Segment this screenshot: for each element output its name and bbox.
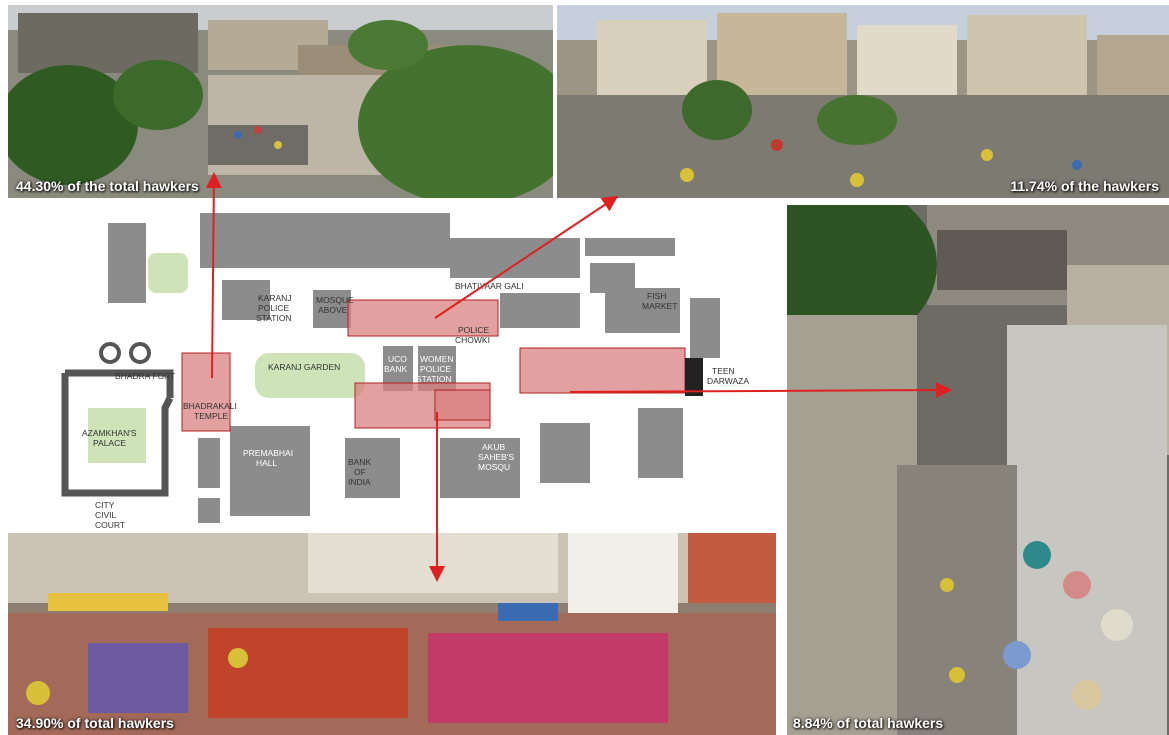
label-karanj-police-station: KARANJ <box>258 293 292 303</box>
label-azamkhans-palace: AZAMKHAN'S <box>82 428 137 438</box>
hawker-zone-overlap <box>434 389 491 421</box>
label-city-civil-court: CIVIL <box>95 510 117 520</box>
label-uco-bank: UCO <box>388 354 407 364</box>
label-akub-sahebs-mosque: AKUB <box>482 442 505 452</box>
label-mosque-above: ABOVE <box>318 305 348 315</box>
label-bhadrakali-temple: BHADRAKALI <box>183 401 237 411</box>
label-city-civil-court: COURT <box>95 520 125 530</box>
label-akub-sahebs-mosque: MOSQU <box>478 462 510 472</box>
label-karanj-garden: KARANJ GARDEN <box>268 362 340 372</box>
label-city-civil-court: CITY <box>95 500 115 510</box>
label-fish-market: FISH <box>647 291 666 301</box>
fort-bastion <box>99 342 121 364</box>
photo-street-market-image <box>787 205 1169 735</box>
label-bhadrakali-temple: TEMPLE <box>194 411 228 421</box>
photo-teen-darwaza-square: 11.74% of the hawkers <box>557 5 1169 198</box>
label-bank-of-india: OF <box>354 467 366 477</box>
label-women-police-station: WOMEN <box>420 354 454 364</box>
photo-clothing-market: 34.90% of total hawkers <box>8 533 776 735</box>
label-mosque-above: MOSQUE <box>316 295 354 305</box>
label-bank-of-india: INDIA <box>348 477 371 487</box>
fort-wall <box>61 369 174 497</box>
photo-caption: 8.84% of total hawkers <box>793 715 944 731</box>
label-teen-darwaza: DARWAZA <box>707 376 749 386</box>
label-uco-bank: BANK <box>384 364 407 374</box>
label-bank-of-india: BANK <box>348 457 371 467</box>
photo-caption: 34.90% of total hawkers <box>16 715 174 731</box>
garden-patch <box>148 253 188 293</box>
karanj-garden-area <box>255 353 365 398</box>
label-karanj-police-station: POLICE <box>258 303 290 313</box>
label-karanj-police-station: STATION <box>256 313 292 323</box>
photo-teen-darwaza-square-image <box>557 5 1169 198</box>
teen-darwaza-gate <box>685 358 703 396</box>
label-women-police-station: POLICE <box>420 364 452 374</box>
label-azamkhans-palace: PALACE <box>93 438 126 448</box>
label-teen-darwaza: TEEN <box>712 366 735 376</box>
label-bhatiyaar-gali: BHATIYAAR GALI <box>455 281 524 291</box>
site-map-drawing: BHATIYAAR GALI FISH MARKET KARANJ POLICE… <box>61 213 749 530</box>
hawker-zone-teen-darwaza <box>519 347 686 394</box>
palace-garden-area <box>88 408 146 463</box>
label-police-chowki: CHOWKI <box>455 335 490 345</box>
site-map: BHATIYAAR GALI FISH MARKET KARANJ POLICE… <box>50 198 785 530</box>
photo-bhadra-plaza: 44.30% of the total hawkers <box>8 5 553 198</box>
label-police-chowki: POLICE <box>458 325 490 335</box>
hawker-zones <box>181 299 686 432</box>
photo-bhadra-plaza-image <box>8 5 553 198</box>
label-bhadra-fort: BHADRA FORT <box>115 371 175 381</box>
label-women-police-station: STATION <box>416 374 452 384</box>
label-fish-market: MARKET <box>642 301 677 311</box>
photo-caption: 44.30% of the total hawkers <box>16 178 199 194</box>
label-premabhai-hall: HALL <box>256 458 278 468</box>
photo-street-market: 8.84% of total hawkers <box>787 205 1169 735</box>
photo-caption: 11.74% of the hawkers <box>1010 178 1159 194</box>
hawker-zone-bhadrakali <box>181 352 231 432</box>
fort-bastion <box>129 342 151 364</box>
label-akub-sahebs-mosque: SAHEB'S <box>478 452 514 462</box>
label-premabhai-hall: PREMABHAI <box>243 448 293 458</box>
photo-clothing-market-image <box>8 533 776 735</box>
